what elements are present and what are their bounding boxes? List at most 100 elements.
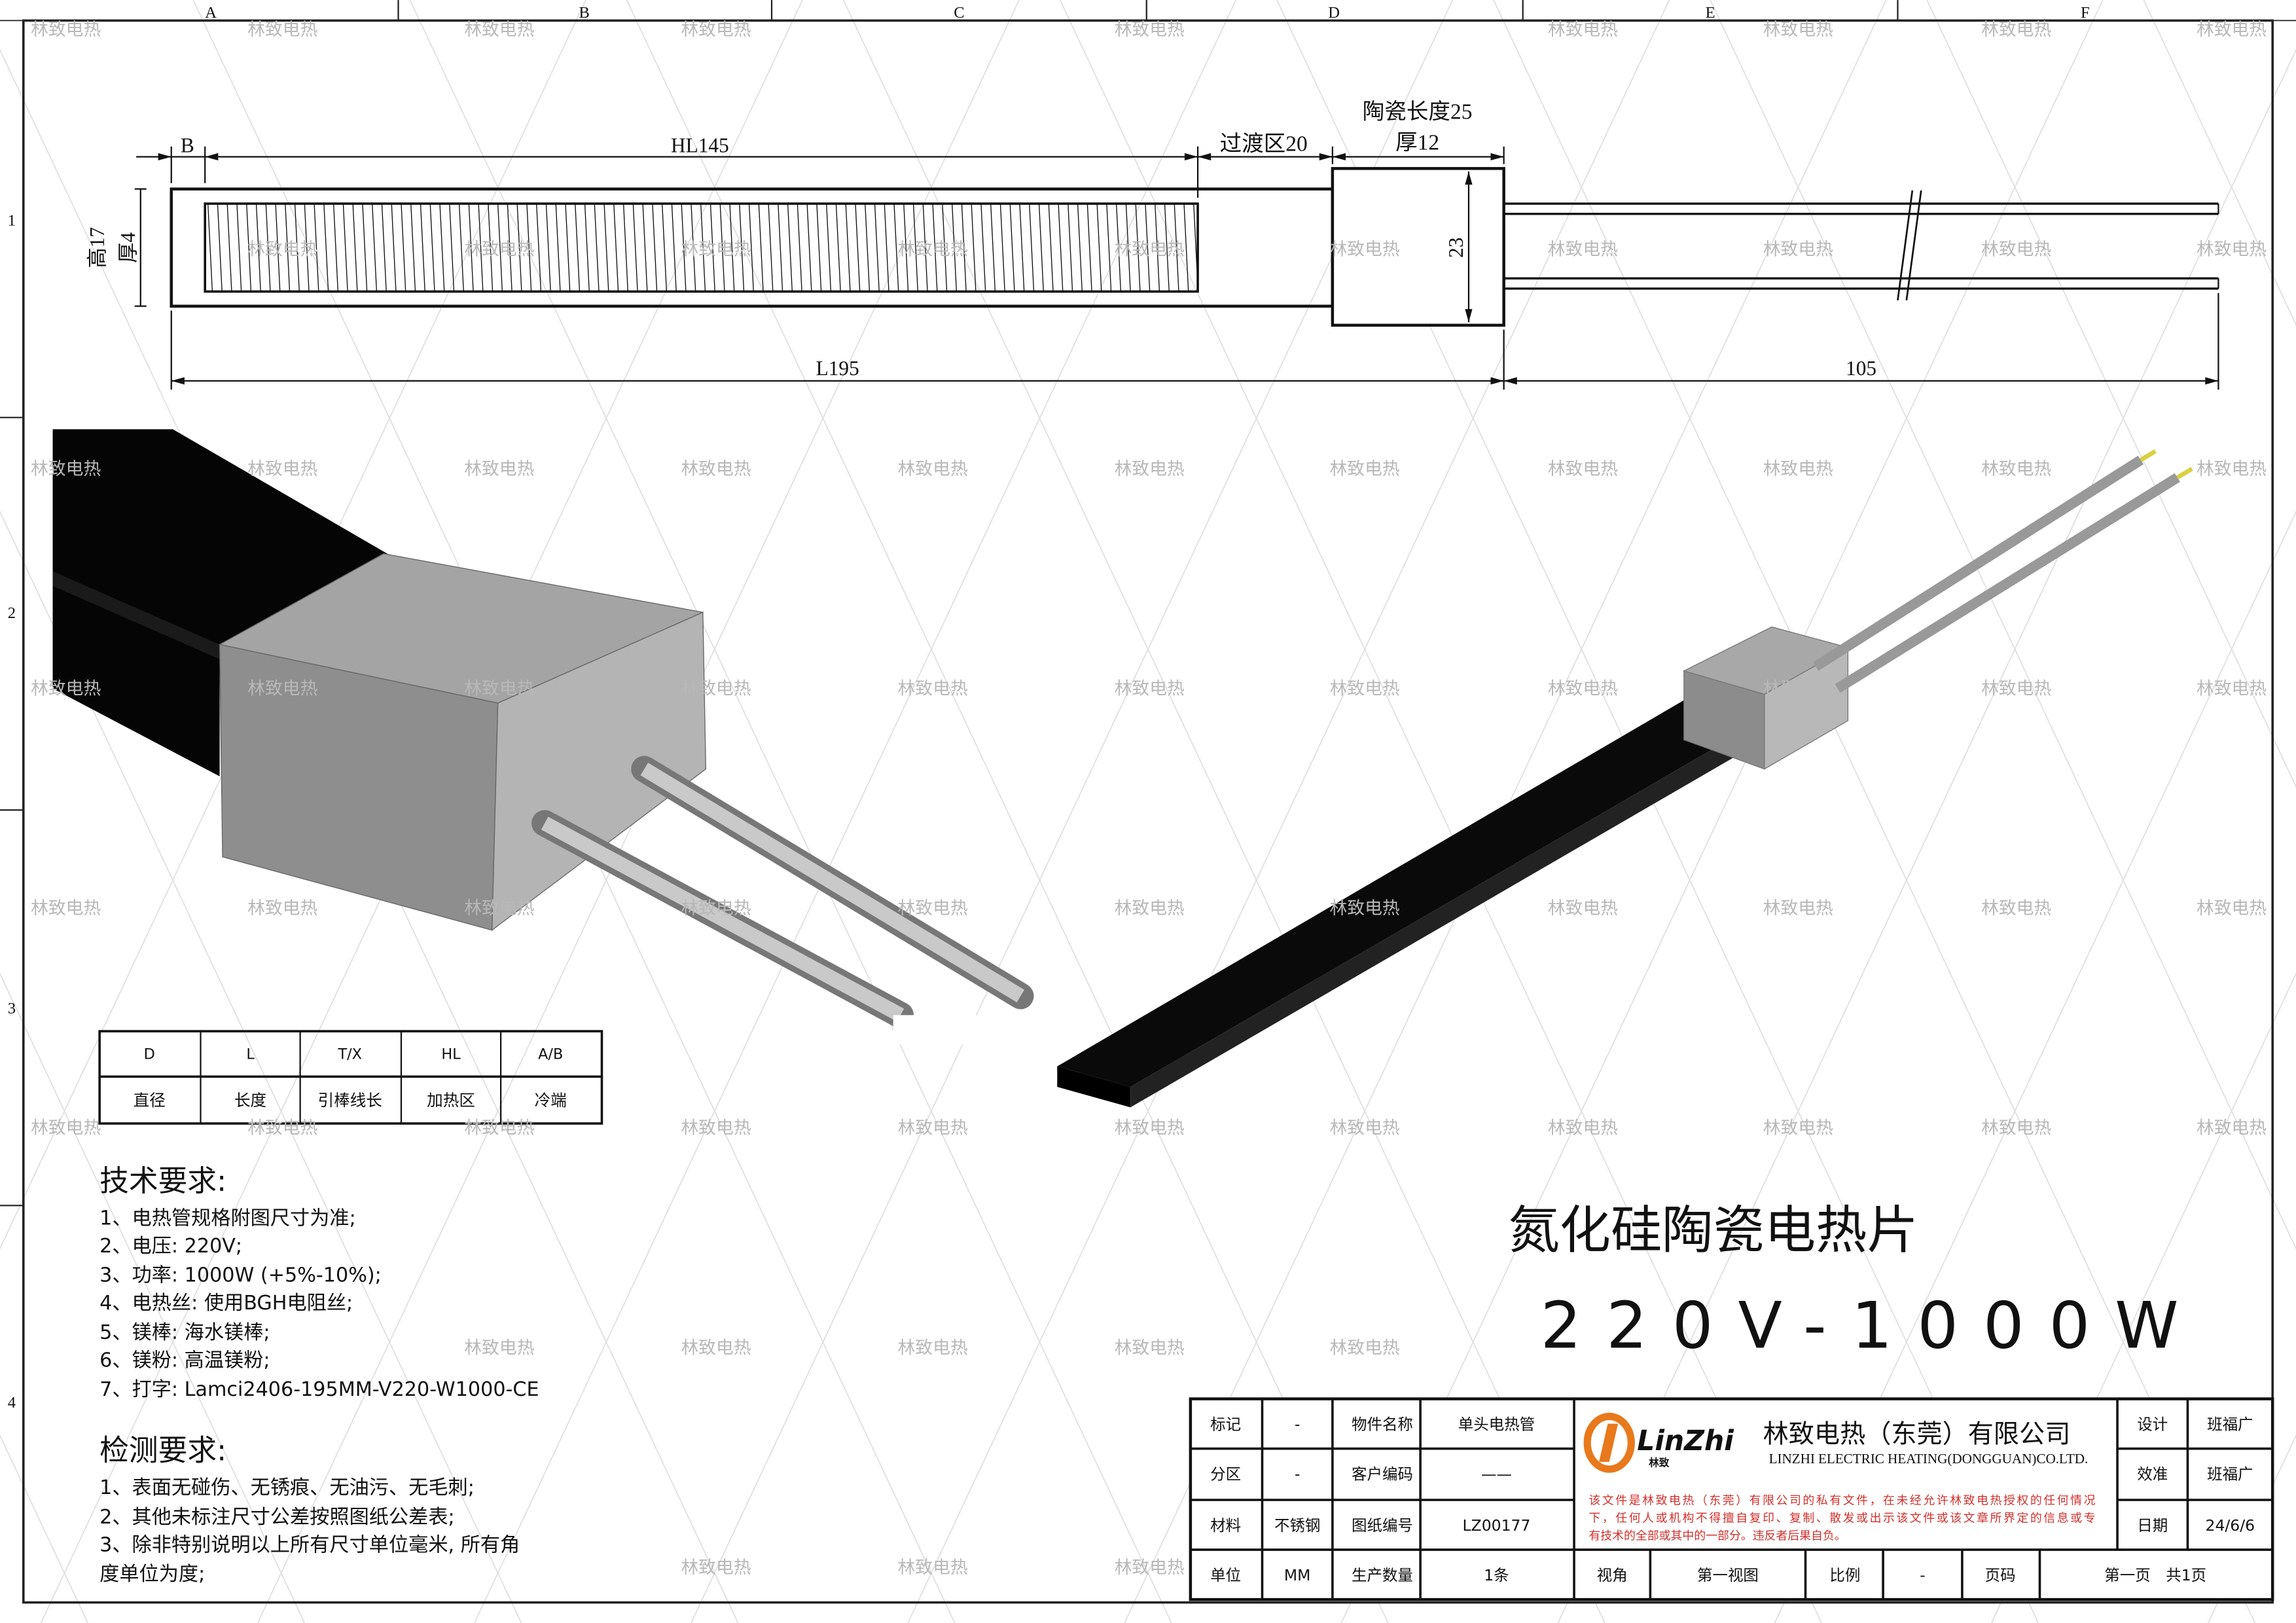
logo-text: LinZhi — [1637, 1425, 1734, 1457]
watermark-text: 林致电热 — [464, 239, 534, 259]
watermark-text: 林致电热 — [897, 1118, 967, 1139]
watermark-text: 林致电热 — [247, 1118, 317, 1139]
hatch-line — [748, 204, 754, 292]
hatch-line — [545, 204, 551, 292]
hatch-line — [622, 204, 629, 292]
legend-header: HL — [441, 1046, 461, 1063]
hatch-line — [362, 204, 368, 292]
hatch-line — [478, 204, 484, 292]
watermark-text: 林致电热 — [1115, 1338, 1185, 1358]
hatch-line — [1174, 204, 1179, 292]
watermark-line — [626, 0, 1389, 1623]
hatch-line — [1058, 204, 1064, 292]
watermark-line — [842, 0, 1605, 1623]
hatch-line — [826, 204, 832, 292]
hatch-line — [768, 204, 774, 292]
copyright-notice: 有技术的全部或其中的一部分。违反者后果自负。 — [1588, 1529, 1846, 1542]
watermark-line — [0, 972, 306, 1623]
hatch-line — [700, 204, 706, 292]
title-block-cell: 页码 — [1985, 1566, 2016, 1584]
watermark-text: 林致电热 — [897, 459, 967, 479]
watermark-text: 林致电热 — [897, 239, 967, 259]
watermark-text: 林致电热 — [1981, 20, 2051, 40]
logo-ring-icon — [1583, 1412, 1635, 1473]
legend-label: 引棒线长 — [318, 1091, 382, 1110]
col-label: D — [1328, 4, 1340, 22]
watermark-text: 林致电热 — [1548, 239, 1618, 259]
watermark-text: 林致电热 — [1981, 459, 2051, 479]
watermark-text: 林致电热 — [897, 1558, 967, 1578]
title-block-cell: 24/6/6 — [2206, 1516, 2255, 1535]
hatch-line — [787, 204, 793, 292]
dim-lead-length: 105 — [1846, 357, 1876, 380]
plan-view — [134, 146, 2219, 390]
hatch-line — [410, 204, 416, 292]
watermark-line — [0, 1434, 89, 1623]
watermark-text: 林致电热 — [681, 459, 751, 479]
title-block-cell: 班福广 — [2207, 1415, 2253, 1434]
title-block-cell: - — [1295, 1465, 1300, 1484]
dim-ceramic-thickness: 厚12 — [1395, 130, 1439, 155]
watermark-text: 林致电热 — [1548, 898, 1618, 919]
hatch-line — [662, 204, 668, 292]
watermark-text: 林致电热 — [681, 20, 751, 40]
hatch-line — [835, 204, 841, 292]
requirement-item: 2、电压: 220V; — [99, 1235, 242, 1258]
hatch-line — [372, 204, 378, 292]
inspection-item: 2、其他未标注尺寸公差按照图纸公差表; — [99, 1506, 455, 1529]
hatch-line — [285, 204, 291, 292]
hatch-line — [671, 204, 677, 292]
watermarks: 林致电热林致电热林致电热林致电热林致电热林致电热林致电热林致电热林致电热林致电热… — [31, 20, 2267, 1578]
requirement-item: 3、功率: 1000W (+5%-10%); — [99, 1264, 382, 1287]
watermark-text: 林致电热 — [1981, 679, 2051, 699]
hatch-line — [719, 204, 725, 292]
watermark-text: 林致电热 — [1548, 20, 1618, 40]
hatch-line — [1086, 204, 1092, 292]
hatch-line — [806, 204, 812, 292]
dimension-labels: B HL145 过渡区20 陶瓷长度25 厚12 L195 105 23 高17… — [86, 99, 1876, 380]
heating-coil-hatch — [207, 204, 1199, 292]
hatch-line — [565, 204, 571, 292]
watermark-text: 林致电热 — [1329, 459, 1399, 479]
legend-label: 长度 — [234, 1091, 266, 1110]
watermark-line — [0, 510, 522, 1623]
hatch-line — [594, 204, 600, 292]
hatch-line — [314, 204, 319, 292]
watermark-text: 林致电热 — [1763, 20, 1833, 40]
watermark-text: 林致电热 — [681, 239, 751, 259]
hatch-line — [845, 204, 851, 292]
watermark-text: 林致电热 — [2197, 459, 2267, 479]
company-logo: LinZhi 林致 — [1583, 1412, 1734, 1473]
watermark-line — [0, 0, 586, 1250]
watermark-text: 林致电热 — [1115, 239, 1185, 259]
break-mark — [1905, 190, 1922, 301]
watermark-text: 林致电热 — [1981, 239, 2051, 259]
watermark-text: 林致电热 — [1115, 1558, 1185, 1578]
watermark-text: 林致电热 — [2197, 20, 2267, 40]
hatch-line — [758, 204, 764, 292]
hatch-line — [1155, 204, 1160, 292]
title-block-cell: 不锈钢 — [1274, 1516, 1320, 1535]
title-block-cell: 材料 — [1210, 1516, 1241, 1535]
hatch-line — [332, 204, 339, 292]
watermark-text: 林致电热 — [247, 459, 317, 479]
title-block: 标记-物件名称单头电热管设计班福广分区-客户编码——效准班福广材料不锈钢图纸编号… — [1189, 1397, 2274, 1601]
watermark-text: 林致电热 — [1329, 1338, 1399, 1358]
dim-ceramic-length: 陶瓷长度25 — [1363, 99, 1473, 124]
inspection-item: 3、除非特别说明以上所有尺寸单位毫米, 所有角 — [99, 1533, 520, 1556]
hatch-line — [468, 204, 474, 292]
watermark-line — [2143, 0, 2296, 326]
hatch-line — [961, 204, 967, 292]
hatch-line — [226, 204, 232, 292]
inspection-item: 1、表面无碰伤、无锈痕、无油污、无毛刺; — [99, 1476, 475, 1499]
requirement-item: 7、打字: Lamci2406-195MM-V220-W1000-CE — [99, 1378, 539, 1401]
hatch-line — [439, 204, 445, 292]
hatch-line — [855, 204, 861, 292]
hatch-line — [275, 204, 281, 292]
title-block-cell: 客户编码 — [1352, 1465, 1413, 1484]
tech-requirements: 技术要求: 1、电热管规格附图尺寸为准; 2、电压: 220V; 3、功率: 1… — [99, 1163, 539, 1401]
watermark-text: 林致电热 — [31, 459, 101, 479]
watermark-text: 林致电热 — [1329, 239, 1399, 259]
col-label: E — [1706, 4, 1715, 22]
hatch-line — [488, 204, 493, 292]
